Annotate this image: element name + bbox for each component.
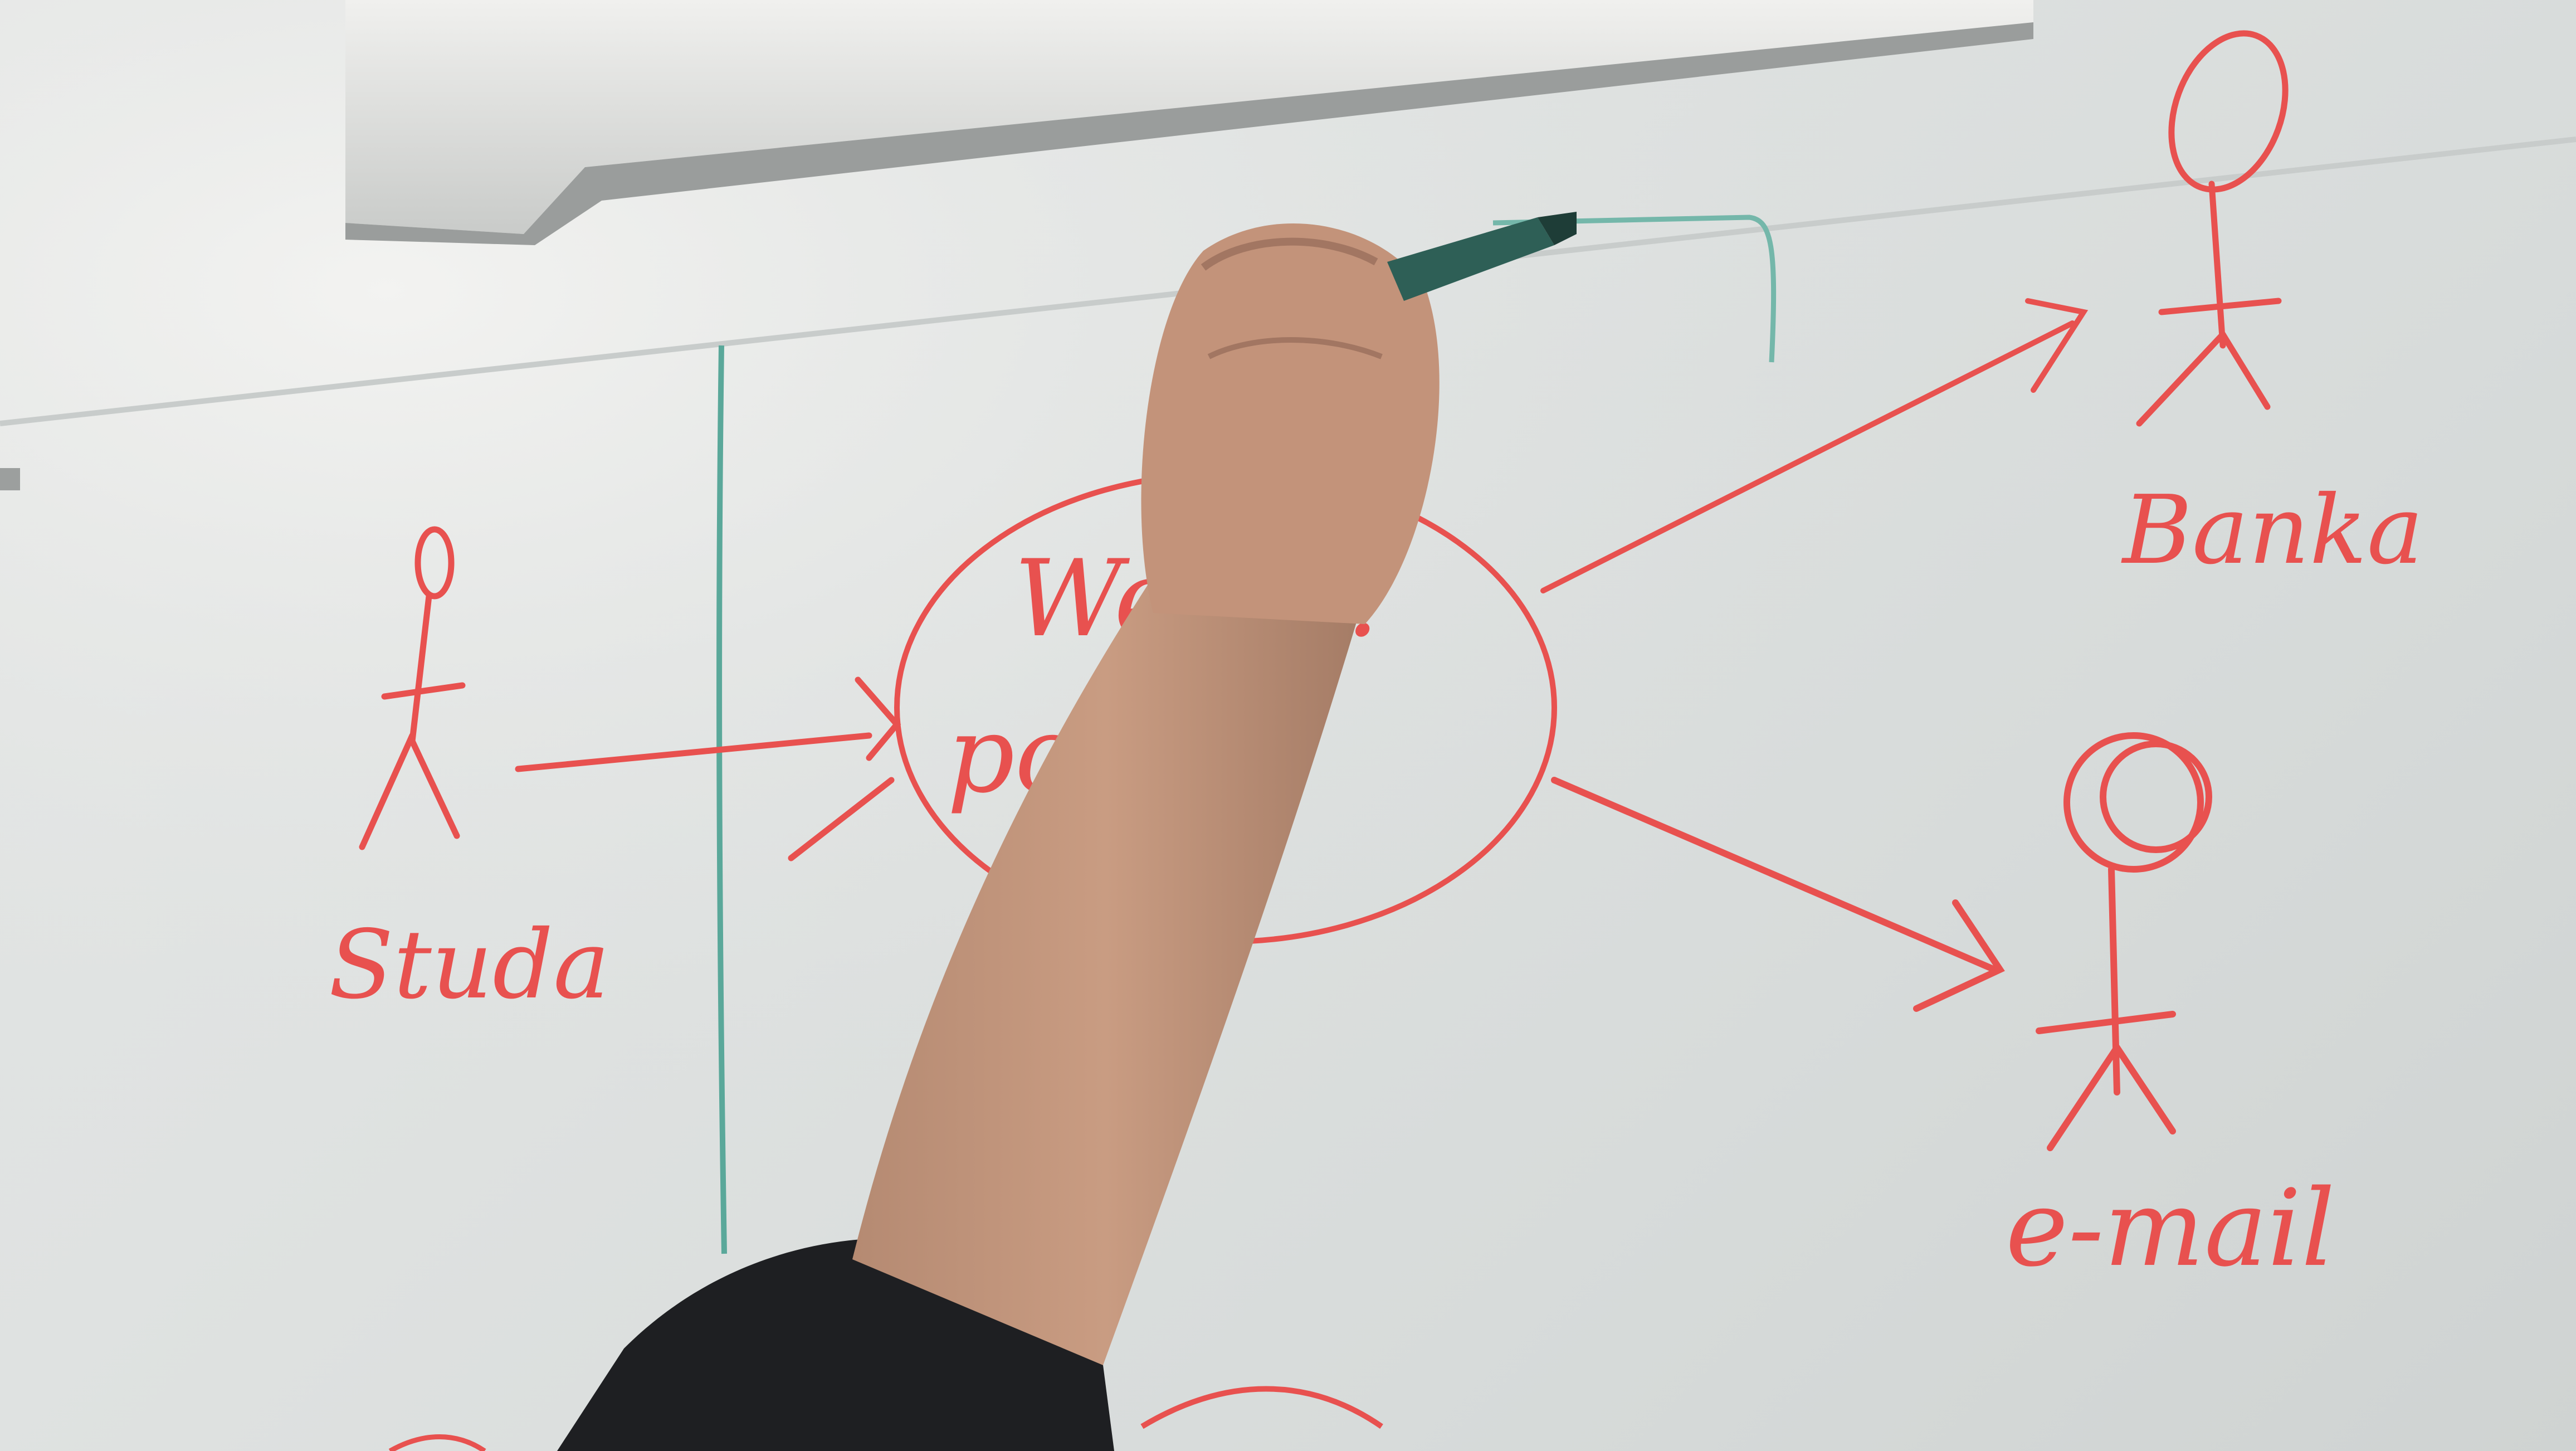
top-right-actor-label: Banka [2121, 475, 2423, 586]
shelf-edge [345, 22, 2033, 245]
forearm [852, 585, 1359, 1365]
fist [1141, 223, 1440, 624]
left-actor-head [414, 526, 455, 600]
left-actor-label: Studa [329, 910, 609, 1020]
bottom-right-actor-head [2063, 732, 2204, 873]
ceiling-shelf [345, 0, 2033, 234]
bottom-left-mark [388, 1434, 486, 1451]
marker-pen [1387, 217, 1554, 301]
green-marker-stroke [1492, 215, 1777, 363]
bottom-right-arrow [1551, 777, 2005, 1012]
left-actor-figure [359, 526, 466, 850]
board-clip [0, 468, 20, 490]
bottom-right-actor-label: e-mail [2006, 1167, 2335, 1290]
green-divider-line [716, 345, 727, 1254]
bottom-right-actor-figure [2036, 732, 2212, 1151]
top-right-actor-figure [2136, 30, 2289, 427]
top-right-arrow [1540, 298, 2089, 593]
marker-tip [1538, 212, 1577, 245]
top-right-actor-head [2168, 30, 2289, 193]
bottom-partial-curve [1140, 1386, 1383, 1429]
person-arm [557, 212, 1577, 1451]
